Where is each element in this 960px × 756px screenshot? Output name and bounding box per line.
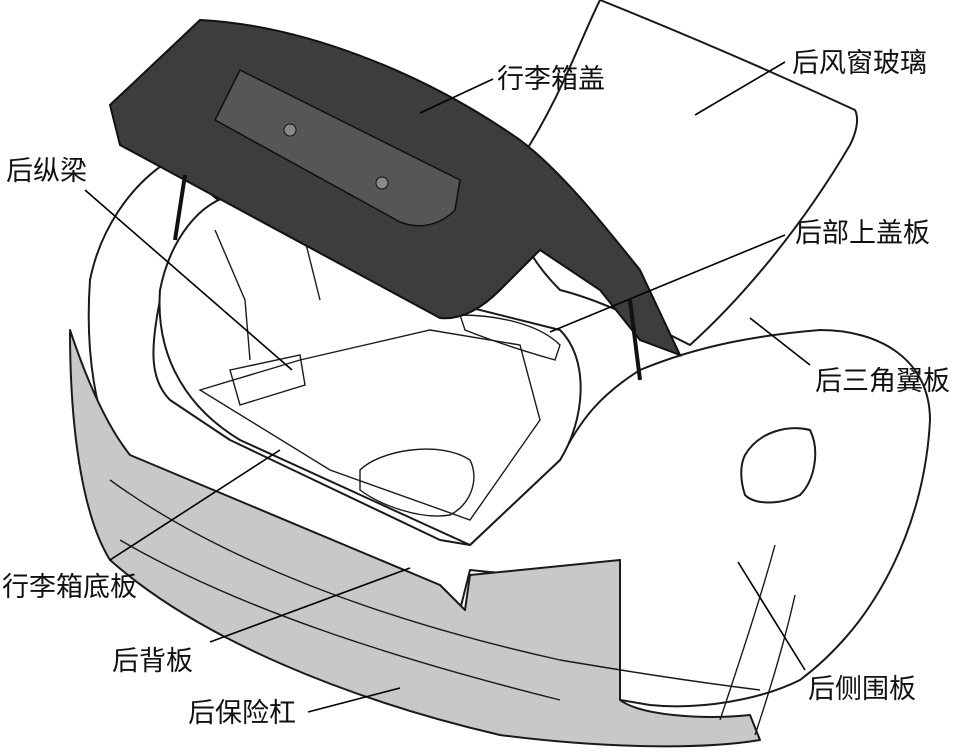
lid-bolt-1 xyxy=(283,123,297,137)
leader-rear-upper-cover xyxy=(549,234,786,333)
label-rear-windshield: 后风窗玻璃 xyxy=(792,48,927,79)
label-rear-side-panel: 后侧围板 xyxy=(808,674,916,705)
rear-beam-shape xyxy=(229,354,306,406)
upper-cover-panel-shape xyxy=(459,314,561,361)
bumper-crease-line xyxy=(109,479,761,691)
trunk-lid-inner-panel xyxy=(214,68,461,227)
spare-wheel-well xyxy=(359,448,475,517)
trunk-opening-shape xyxy=(158,194,582,546)
label-rear-quarter-triangle: 后三角翼板 xyxy=(815,366,950,397)
leader-trunk-floor xyxy=(109,449,281,561)
trunk-floor-shape xyxy=(198,329,541,521)
lid-bolt-2 xyxy=(375,176,389,190)
bumper-crease-line-2 xyxy=(119,539,561,701)
lid-hinge-strut xyxy=(173,174,642,381)
leader-rear-windshield xyxy=(694,61,786,116)
side-panel-line xyxy=(719,544,796,736)
leader-rear-back-panel xyxy=(209,567,411,643)
leader-rear-quarter-triangle xyxy=(749,317,811,366)
leader-rear-longitudinal-beam xyxy=(84,189,293,371)
leader-rear-bumper xyxy=(307,687,401,713)
label-rear-back-panel: 后背板 xyxy=(112,646,193,677)
label-trunk-floor-panel: 行李箱底板 xyxy=(2,572,137,603)
rear-bumper-shape xyxy=(69,329,761,748)
label-rear-upper-cover-panel: 后部上盖板 xyxy=(795,218,930,249)
leader-trunk-lid xyxy=(419,78,494,114)
label-trunk-lid: 行李箱盖 xyxy=(497,64,605,95)
tail-light-shape xyxy=(740,427,817,504)
label-rear-longitudinal-beam: 后纵梁 xyxy=(6,156,87,187)
label-rear-bumper: 后保险杠 xyxy=(188,698,296,729)
leader-rear-side-panel xyxy=(737,561,806,671)
